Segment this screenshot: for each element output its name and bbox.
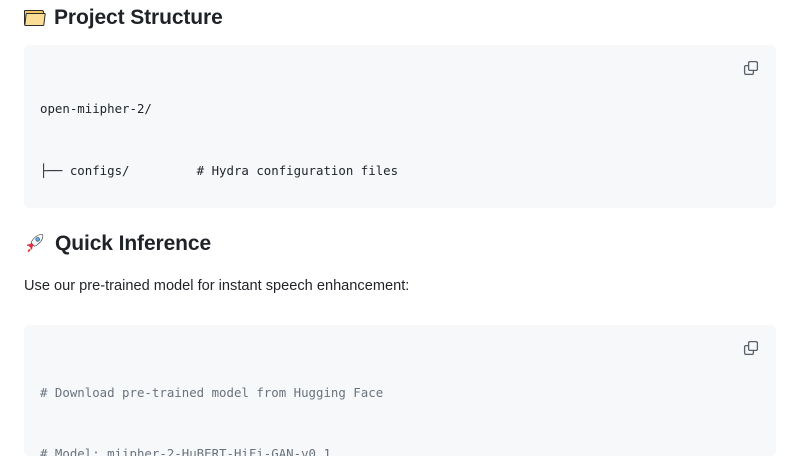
- rocket-emoji: [24, 232, 46, 254]
- section-title: Project Structure: [54, 6, 223, 29]
- section-title: Quick Inference: [55, 231, 212, 255]
- code-line: # Model: miipher-2-HuBERT-HiFi-GAN-v0.1: [40, 446, 331, 456]
- folder-front: [24, 12, 46, 26]
- code-block-quick-inference: # Download pre-trained model from Huggin…: [24, 324, 776, 456]
- code-line: ├── configs/ # Hydra configuration files: [40, 162, 399, 178]
- open-folder-emoji: [24, 9, 46, 26]
- copy-icon[interactable]: [740, 57, 762, 79]
- section-heading-quick-inference: Quick Inference: [24, 232, 776, 254]
- section-heading-project-structure: Project Structure: [24, 0, 776, 28]
- code-block-project-structure: open-miipher-2/ ├── configs/ # Hydra con…: [24, 45, 776, 208]
- code-line: # Download pre-trained model from Huggin…: [40, 384, 384, 400]
- copy-icon[interactable]: [740, 337, 762, 359]
- code-line: open-miipher-2/: [40, 101, 152, 116]
- inference-description: Use our pre-trained model for instant sp…: [24, 278, 410, 294]
